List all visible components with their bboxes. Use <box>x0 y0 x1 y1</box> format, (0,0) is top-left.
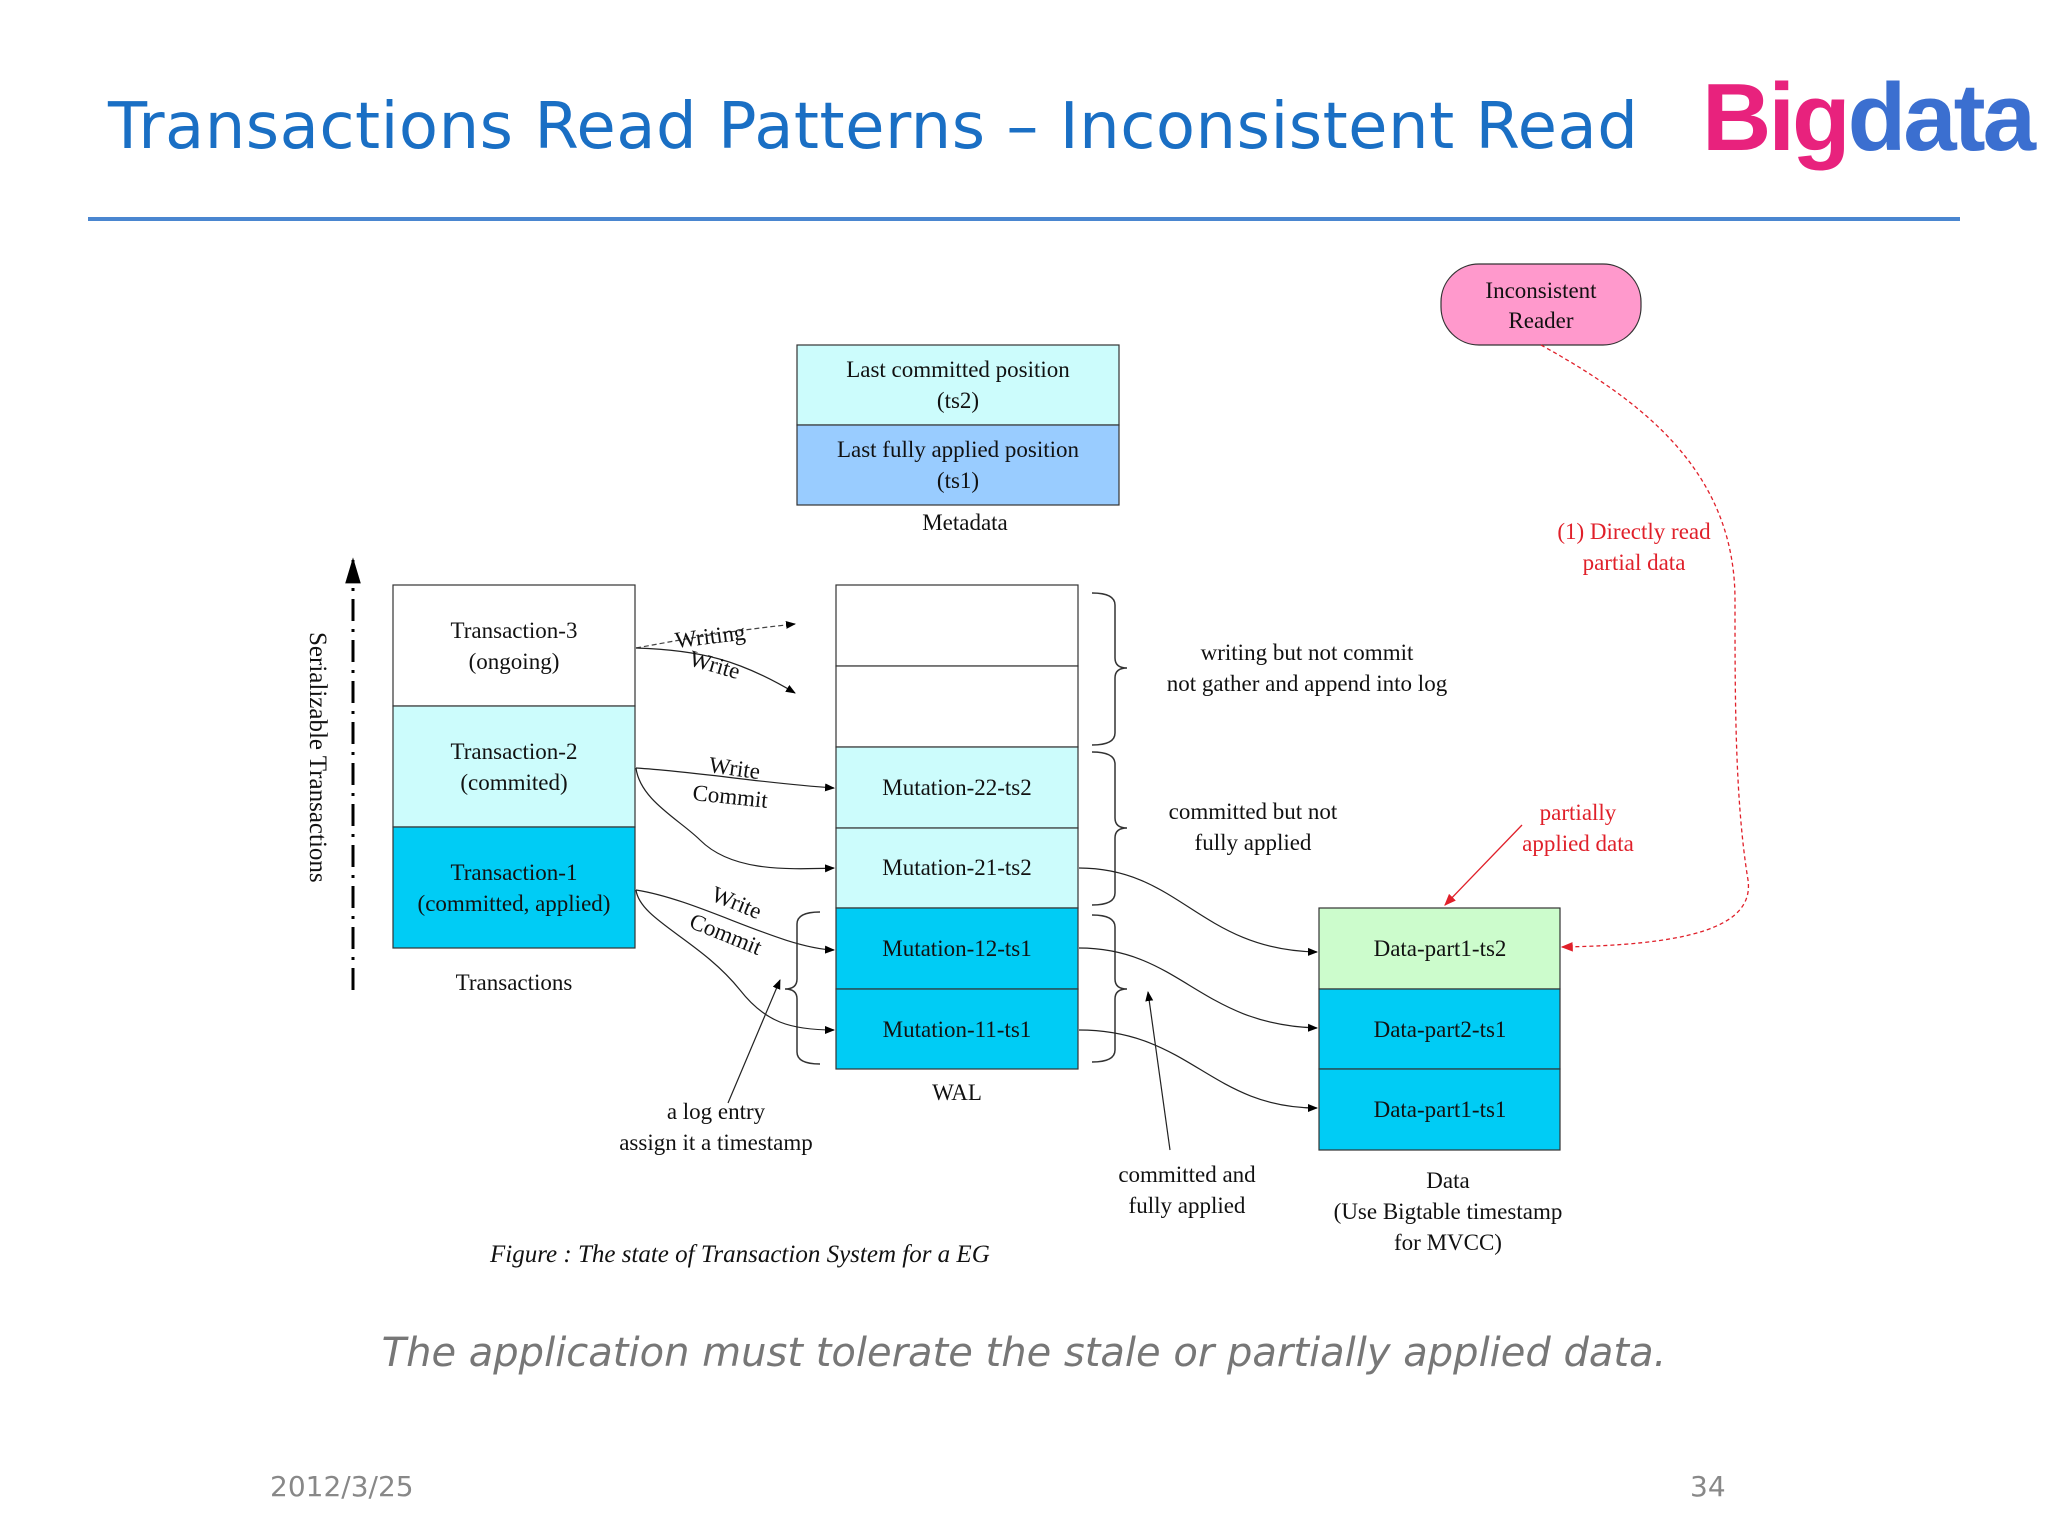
logo-part-2: data <box>1847 64 2036 171</box>
wal-to-data-edges <box>1078 867 1318 1112</box>
serializable-axis: Serializable Transactions <box>304 557 361 990</box>
transaction-1-line-2: (committed, applied) <box>418 891 611 916</box>
note-directly-read-2: partial data <box>1583 550 1686 575</box>
note-committed-applied-2: fully applied <box>1129 1193 1246 1218</box>
logo-part-1: Big <box>1702 64 1851 171</box>
note-log-entry-1: a log entry <box>667 1099 766 1124</box>
metadata-label: Metadata <box>922 510 1008 535</box>
transaction-1-edges: Write Commit <box>635 881 835 1034</box>
transaction-3-line-2: (ongoing) <box>469 649 560 674</box>
wal-left-brace <box>784 911 821 1065</box>
reader-line-1: Inconsistent <box>1485 278 1597 303</box>
edge-write-label-t2: Write <box>707 752 761 784</box>
notes: writing but not commit not gather and ap… <box>619 640 1447 1218</box>
page-number: 34 <box>1690 1470 1726 1503</box>
edge-write-label-t3: Write <box>687 646 743 684</box>
data-part1-ts2: Data-part1-ts2 <box>1374 936 1507 961</box>
figure-caption: Figure : The state of Transaction System… <box>489 1241 990 1268</box>
note-committed-not-applied-2: fully applied <box>1195 830 1312 855</box>
transaction-3-edges: Writing Write <box>635 619 796 694</box>
wal-stack: Mutation-22-ts2 Mutation-21-ts2 Mutation… <box>835 584 1079 1105</box>
bigdata-logo: Bigdata <box>1702 70 2036 166</box>
inconsistent-reader: Inconsistent Reader <box>1440 263 1642 346</box>
mutation-22: Mutation-22-ts2 <box>882 775 1032 800</box>
title-divider <box>88 217 1960 221</box>
transaction-2-line-1: Transaction-2 <box>451 739 578 764</box>
slide-title: Transactions Read Patterns – Inconsisten… <box>108 90 1639 164</box>
transaction-2-edges: Write Commit <box>635 752 835 873</box>
slide-date: 2012/3/25 <box>270 1470 414 1503</box>
transaction-3-line-1: Transaction-3 <box>451 618 578 643</box>
last-committed-line-1: Last committed position <box>846 357 1070 382</box>
wal-right-braces <box>1091 592 1128 1063</box>
note-directly-read-1: (1) Directly read <box>1557 519 1711 544</box>
metadata-box: Last committed position (ts2) Last fully… <box>796 344 1120 535</box>
transactions-stack: Transaction-3 (ongoing) Transaction-2 (c… <box>392 584 636 995</box>
mutation-12: Mutation-12-ts1 <box>882 936 1032 961</box>
data-label-line-3: for MVCC) <box>1394 1230 1502 1255</box>
slide-caption: The application must tolerate the stale … <box>381 1330 1667 1376</box>
axis-label: Serializable Transactions <box>304 632 331 883</box>
note-partially-applied-2: applied data <box>1522 831 1634 856</box>
data-part1-ts1: Data-part1-ts1 <box>1374 1097 1507 1122</box>
note-committed-not-applied-1: committed but not <box>1169 799 1338 824</box>
last-committed-line-2: (ts2) <box>937 388 979 413</box>
edge-writing-label: Writing <box>674 619 748 652</box>
note-partially-applied-1: partially <box>1540 800 1617 825</box>
wal-label: WAL <box>932 1080 982 1105</box>
mutation-11: Mutation-11-ts1 <box>883 1017 1032 1042</box>
data-label-line-1: Data <box>1426 1168 1469 1193</box>
data-part2-ts1: Data-part2-ts1 <box>1374 1017 1507 1042</box>
inconsistent-read-path: (1) Directly read partial data partially… <box>1444 344 1750 952</box>
mutation-21: Mutation-21-ts2 <box>882 855 1032 880</box>
annotation-arrows <box>727 979 1171 1151</box>
edge-commit-label-t2: Commit <box>691 780 769 813</box>
transaction-1-line-1: Transaction-1 <box>451 860 578 885</box>
note-writing-not-commit-1: writing but not commit <box>1201 640 1414 665</box>
data-label-line-2: (Use Bigtable timestamp <box>1334 1199 1563 1224</box>
note-writing-not-commit-2: not gather and append into log <box>1167 671 1448 696</box>
note-committed-applied-1: committed and <box>1118 1162 1256 1187</box>
reader-line-2: Reader <box>1508 308 1573 333</box>
last-applied-line-2: (ts1) <box>937 468 979 493</box>
data-stack: Data-part1-ts2 Data-part2-ts1 Data-part1… <box>1318 907 1563 1255</box>
transactions-label: Transactions <box>456 970 573 995</box>
transaction-2-line-2: (commited) <box>460 770 567 795</box>
note-log-entry-2: assign it a timestamp <box>619 1130 813 1155</box>
last-applied-line-1: Last fully applied position <box>837 437 1080 462</box>
